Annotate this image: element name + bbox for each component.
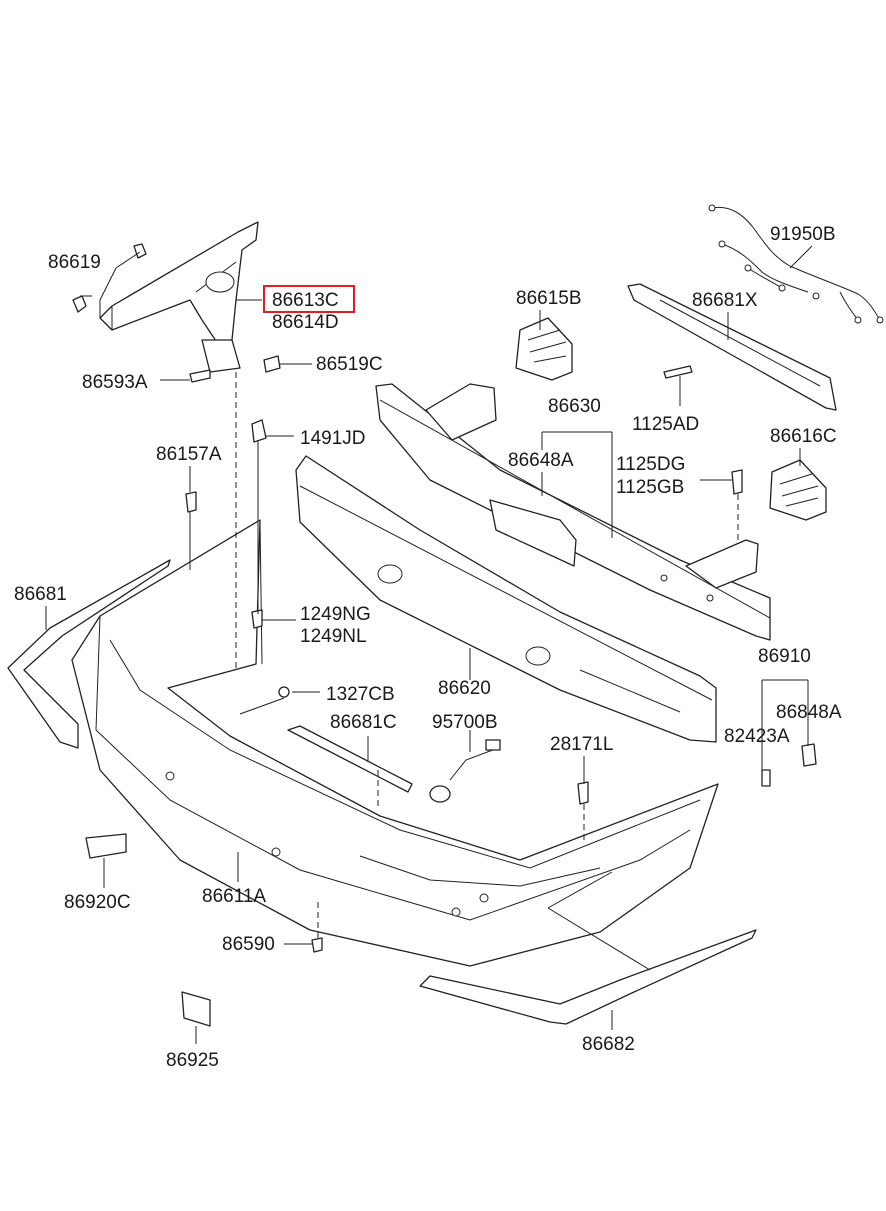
- label-86620[interactable]: 86620: [438, 678, 491, 699]
- label-86611A[interactable]: 86611A: [202, 886, 266, 907]
- label-1125AD[interactable]: 1125AD: [632, 414, 699, 435]
- sensor-95700B-drawing: [429, 739, 501, 803]
- label-86920C[interactable]: 86920C: [64, 892, 131, 913]
- label-1125GB[interactable]: 1125GB: [616, 477, 684, 498]
- label-86681[interactable]: 86681: [14, 584, 67, 605]
- label-86615B[interactable]: 86615B: [516, 288, 582, 309]
- label-86681X[interactable]: 86681X: [692, 290, 758, 311]
- bracket-86681C-drawing: [287, 725, 413, 793]
- absorber-strip-86681X-drawing: [627, 283, 837, 411]
- part-labels: 86619 86613C 86614D 86519C 86593A 86615B…: [14, 224, 842, 1071]
- lower-strip-86682-drawing: [419, 929, 757, 1025]
- label-86925[interactable]: 86925: [166, 1050, 219, 1071]
- label-1327CB[interactable]: 1327CB: [326, 684, 395, 705]
- label-86593A[interactable]: 86593A: [82, 372, 148, 393]
- label-86848A[interactable]: 86848A: [776, 702, 842, 723]
- label-86910[interactable]: 86910: [758, 646, 811, 667]
- upper-bracket-drawing: [99, 221, 259, 373]
- label-86630[interactable]: 86630: [548, 396, 601, 417]
- bolt-1125DG-drawing: [731, 469, 743, 495]
- label-1491JD[interactable]: 1491JD: [300, 428, 366, 449]
- label-1125DG[interactable]: 1125DG: [616, 454, 685, 475]
- label-86614D[interactable]: 86614D: [272, 312, 339, 333]
- energy-absorber-86620-drawing: [295, 455, 717, 743]
- label-86619[interactable]: 86619: [48, 252, 101, 273]
- leader-lines: [45, 245, 813, 1044]
- bracket-86616C-drawing: [769, 459, 827, 521]
- label-86157A[interactable]: 86157A: [156, 444, 222, 465]
- bumper-beam-86630-drawing: [375, 383, 771, 641]
- label-86681C[interactable]: 86681C: [330, 712, 397, 733]
- label-86613C[interactable]: 86613C: [272, 290, 339, 311]
- label-86682[interactable]: 86682: [582, 1034, 635, 1055]
- fasteners-drawing: [85, 419, 817, 1027]
- label-1249NL[interactable]: 1249NL: [300, 626, 367, 647]
- label-95700B[interactable]: 95700B: [432, 712, 498, 733]
- label-28171L[interactable]: 28171L: [550, 734, 613, 755]
- label-91950B[interactable]: 91950B: [770, 224, 836, 245]
- highlight-box: [263, 285, 355, 313]
- label-86519C[interactable]: 86519C: [316, 354, 383, 375]
- label-86616C[interactable]: 86616C: [770, 426, 837, 447]
- bracket-86615B-drawing: [515, 317, 573, 381]
- small-parts-drawing: [189, 355, 281, 383]
- wiring-harness-drawing: [708, 204, 884, 324]
- label-86590[interactable]: 86590: [222, 934, 275, 955]
- label-82423A[interactable]: 82423A: [724, 726, 790, 747]
- side-strip-86681-drawing: [7, 559, 171, 749]
- label-1249NG[interactable]: 1249NG: [300, 604, 371, 625]
- bolt-1125AD-drawing: [663, 365, 693, 379]
- label-86648A[interactable]: 86648A: [508, 450, 574, 471]
